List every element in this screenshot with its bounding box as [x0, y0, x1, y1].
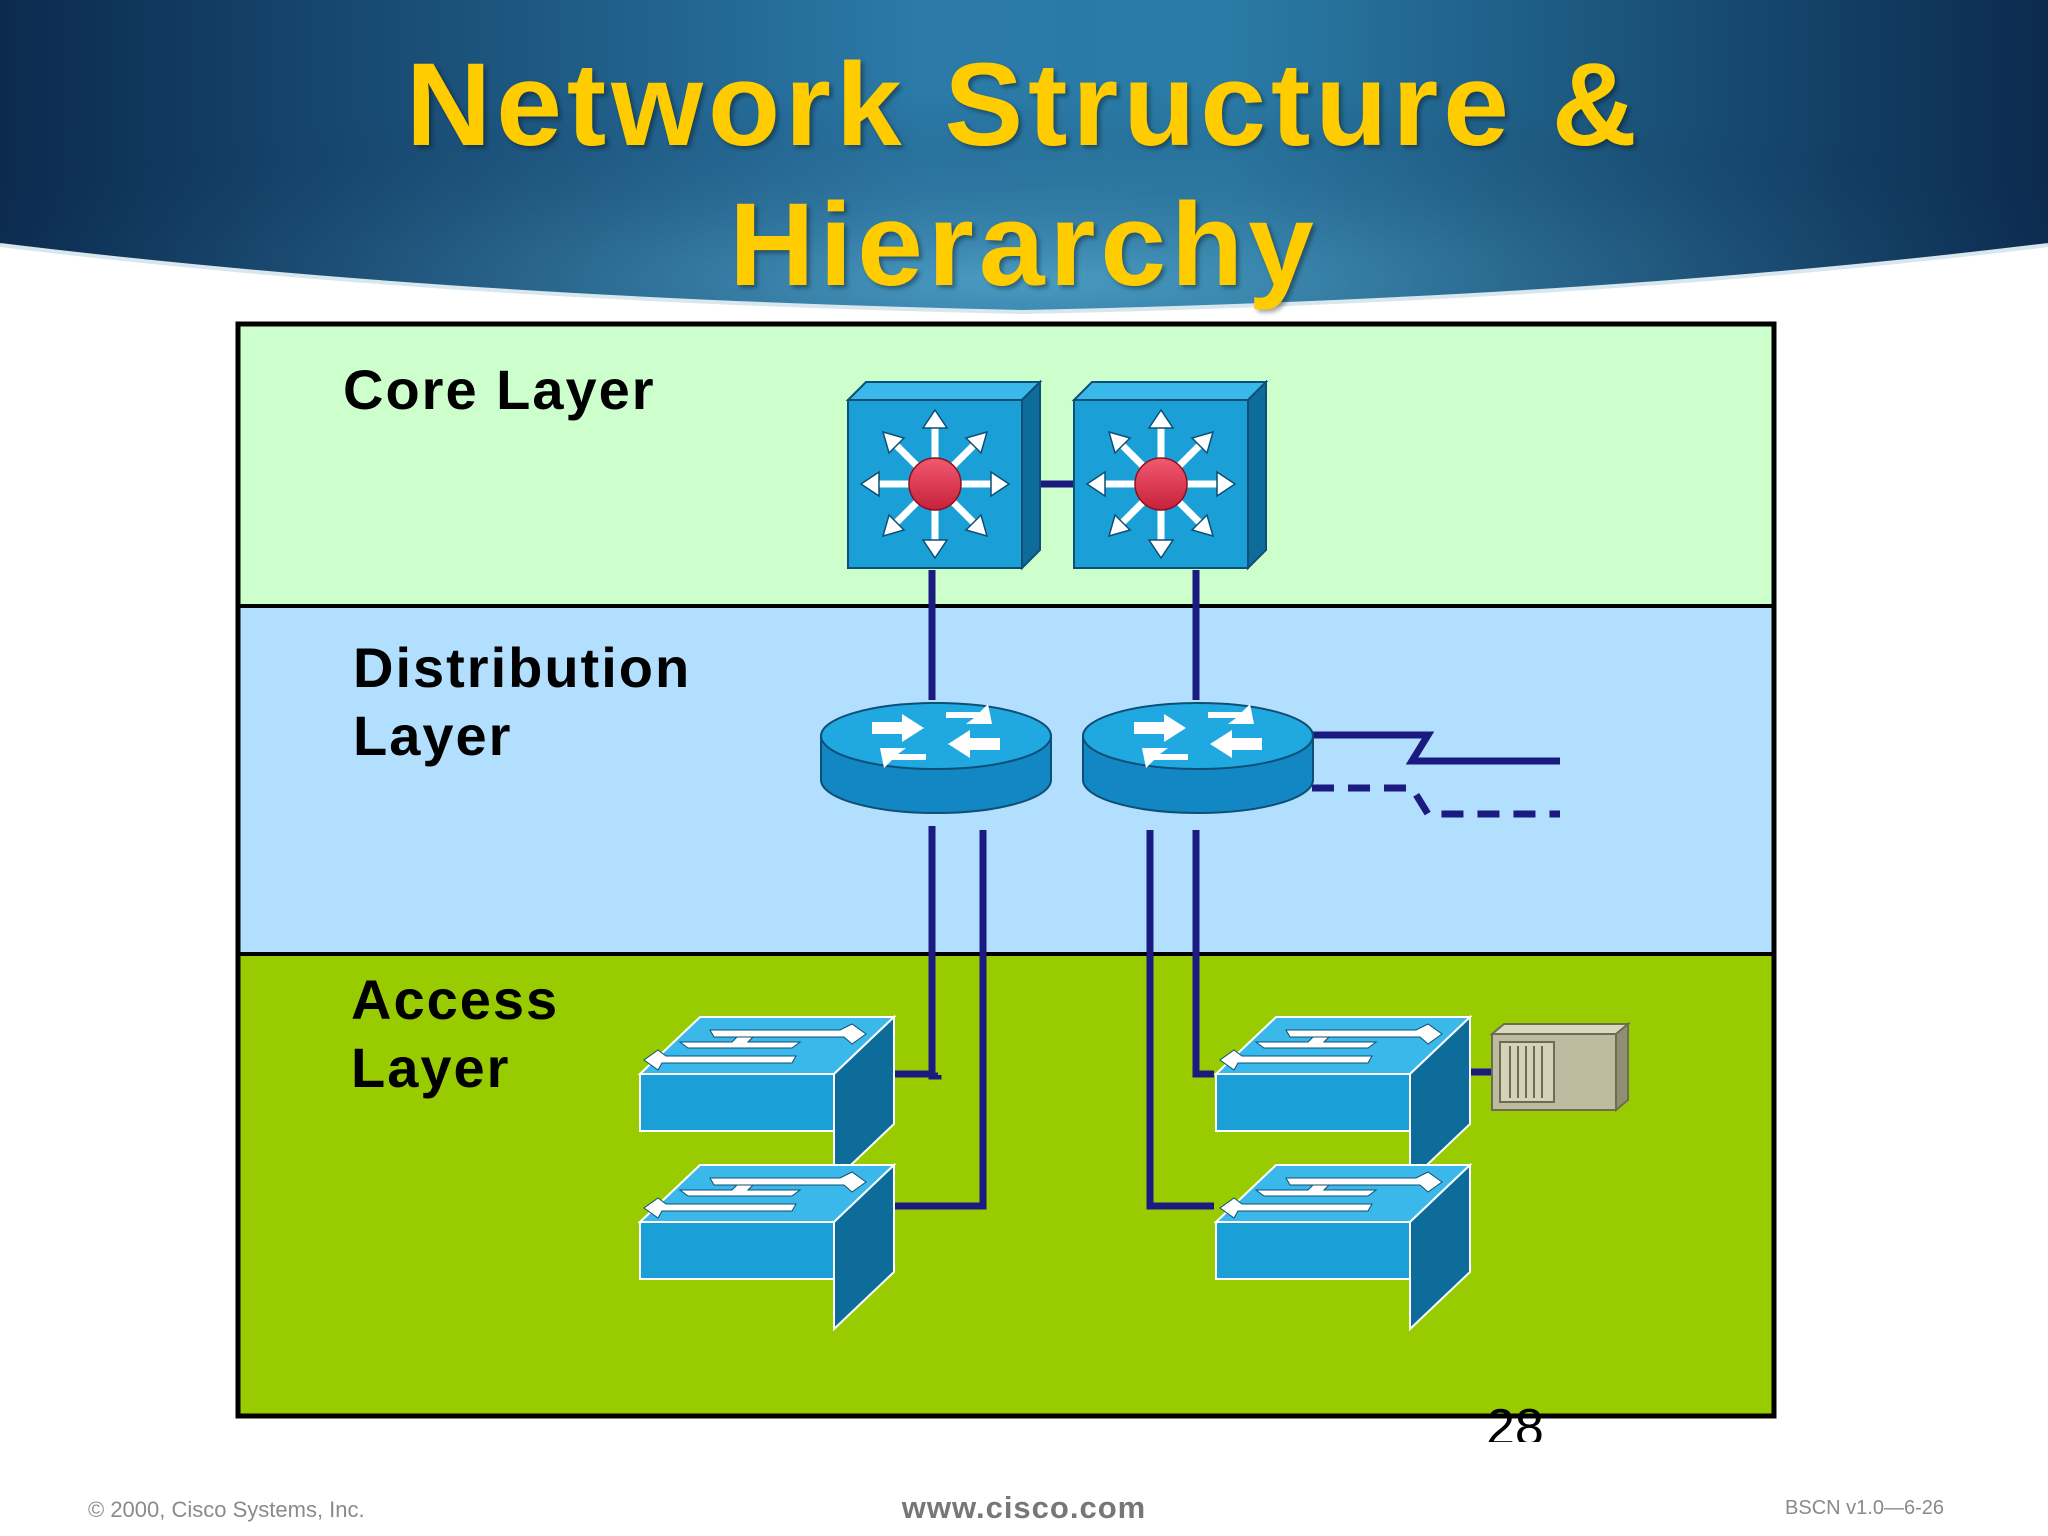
access-layer-label: Access Layer: [351, 966, 559, 1102]
slide-title-line-1: Network Structure &: [406, 39, 1642, 171]
slide-title-line-2: Hierarchy: [729, 179, 1319, 311]
distribution-layer-label-line-2: Layer: [353, 704, 513, 767]
wan-link-solid: [1312, 731, 1560, 765]
access-layer-label-line-2: Layer: [351, 1036, 511, 1099]
access-layer-label-line-1: Access: [351, 968, 560, 1031]
distribution-router-2: [1082, 702, 1314, 814]
core-layer-label: Core Layer: [343, 358, 656, 421]
link-router1-switch2: [894, 830, 987, 1210]
server-icon: [1489, 1021, 1631, 1113]
link-router2-switch4: [1146, 830, 1214, 1210]
footer-course-code: BSCN v1.0—6-26: [1785, 1497, 1944, 1519]
network-links: [894, 480, 1560, 1210]
distribution-router-1: [820, 702, 1052, 814]
core-switch-1: [848, 382, 1040, 568]
distribution-layer-label: Distribution Layer: [353, 634, 691, 770]
core-switch-2: [1074, 382, 1266, 568]
footer-copyright: © 2000, Cisco Systems, Inc.: [88, 1497, 365, 1522]
distribution-layer-label-line-1: Distribution: [353, 636, 692, 699]
wan-link-dashed: [1312, 784, 1560, 818]
link-router2-switch3: [1192, 830, 1214, 1078]
header-glow: [0, 0, 2048, 312]
link-router1-switch1-b: [894, 830, 936, 1078]
header-bottom-edge: [0, 243, 2048, 315]
footer-website: www.cisco.com: [901, 1490, 1147, 1525]
page-number: 28: [1486, 1402, 1544, 1442]
diagram-frame: [235, 321, 1777, 1419]
